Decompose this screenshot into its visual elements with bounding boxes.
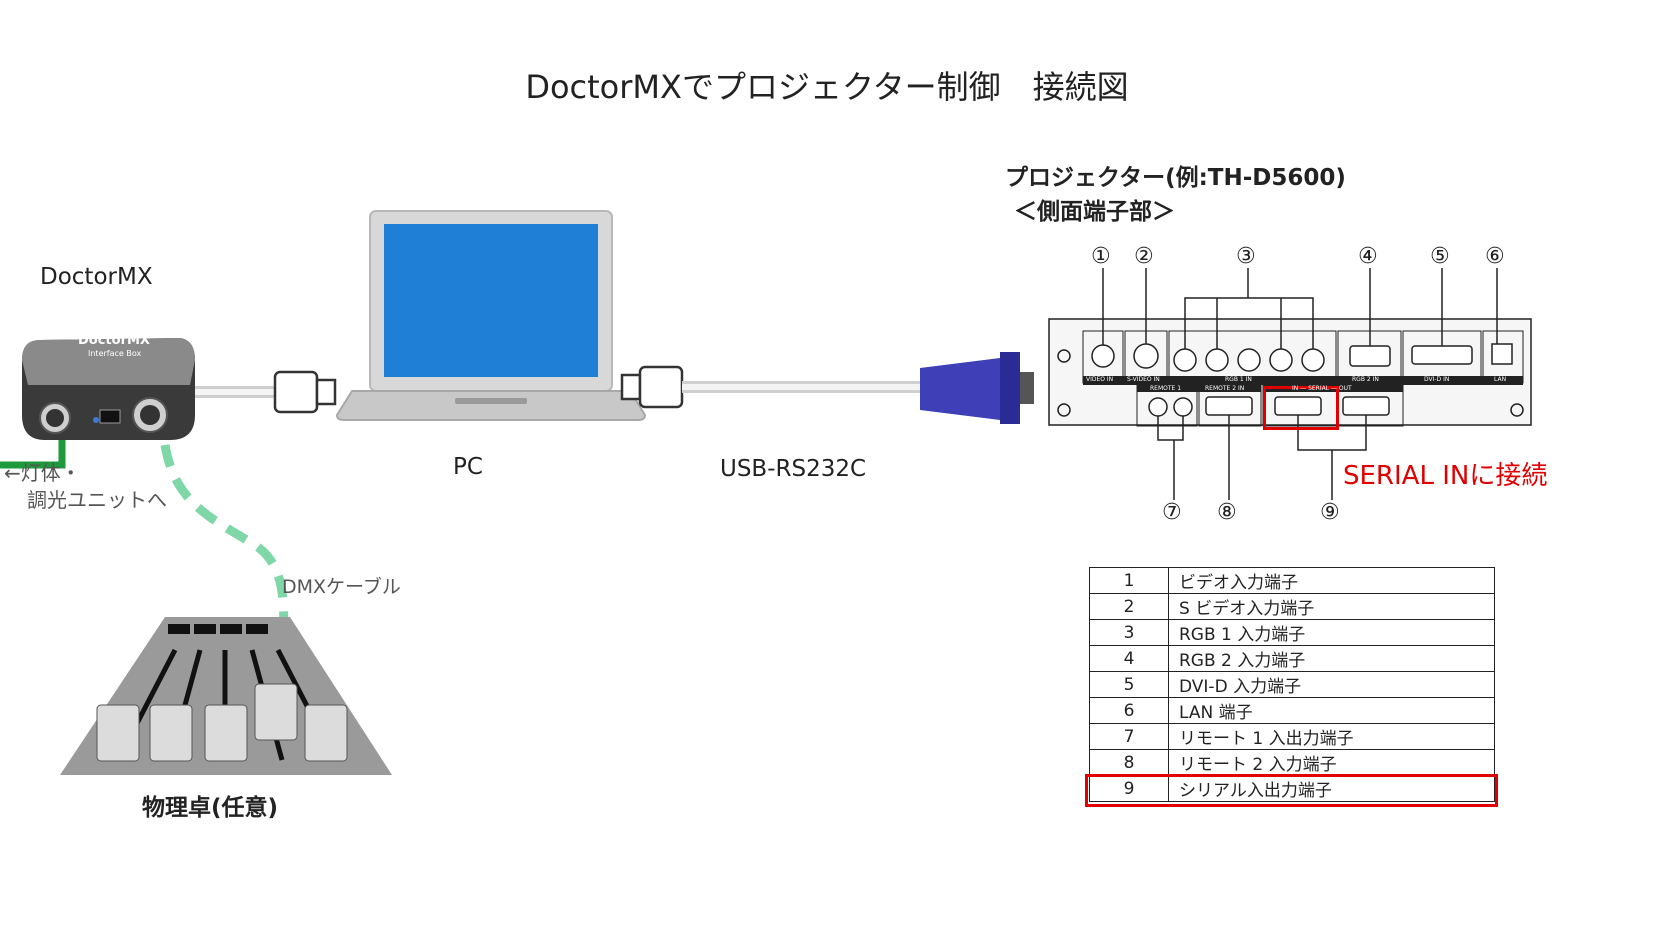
serial-row-highlight (1085, 774, 1498, 807)
serial-in-connect-note: SERIAL INに接続 (1343, 461, 1548, 491)
projector-panel (1048, 318, 1532, 427)
laptop-icon (335, 210, 647, 421)
port-name: LAN 端子 (1168, 697, 1495, 724)
port-num: 1 (1089, 567, 1169, 594)
callout-lines (1102, 268, 1498, 500)
usb-plug-left (273, 370, 337, 414)
port-num: 4 (1089, 645, 1169, 672)
port-num: 5 (1089, 671, 1169, 698)
dmx-cable-label: DMXケーブル (282, 576, 401, 598)
panel-label-remote2-in: REMOTE 2 IN (1205, 385, 1245, 392)
port-name: シリアル入出力端子 (1168, 775, 1495, 802)
panel-label-dvi-d-in: DVI-D IN (1424, 376, 1450, 383)
usb-rs232c-adapter (920, 352, 1034, 424)
port-name: RGB 2 入力端子 (1168, 645, 1495, 672)
doctormx-device (22, 338, 195, 440)
port-num: 7 (1089, 723, 1169, 750)
panel-label-video-in: VIDEO IN (1086, 376, 1114, 383)
device-brand: kuwatec (62, 321, 104, 332)
device-sub: Interface Box (88, 349, 142, 358)
panel-label-remote1: REMOTE 1 (1150, 385, 1182, 392)
port-num: 6 (1089, 697, 1169, 724)
callout-6: ⑥ (1485, 244, 1505, 269)
panel-label-rgb2-in: RGB 2 IN (1352, 376, 1379, 383)
panel-label-lan: LAN (1494, 376, 1507, 383)
dmx-cable (160, 444, 289, 651)
port-num: 2 (1089, 593, 1169, 620)
projector-subtitle: ＜側面端子部＞ (1014, 199, 1175, 225)
port-name: RGB 1 入力端子 (1168, 619, 1495, 646)
port-name: ビデオ入力端子 (1168, 567, 1495, 594)
callout-7: ⑦ (1162, 500, 1182, 525)
panel-label-serial: IN — SERIAL — OUT (1292, 385, 1352, 392)
pc-label: PC (453, 454, 483, 480)
to-light-line2: 調光ユニットへ (27, 488, 167, 512)
port-name: リモート 1 入出力端子 (1168, 723, 1495, 750)
callout-5: ⑤ (1430, 244, 1450, 269)
device-name: DoctorMX (78, 333, 150, 348)
lighting-console-icon (60, 617, 392, 775)
console-label: 物理卓(任意) (142, 795, 279, 821)
port-name: S ビデオ入力端子 (1168, 593, 1495, 620)
callout-8: ⑧ (1217, 500, 1237, 525)
callout-1: ① (1091, 244, 1111, 269)
callout-4: ④ (1358, 244, 1378, 269)
doctormx-label: DoctorMX (40, 264, 153, 290)
serial-in-highlight (1263, 386, 1339, 430)
panel-label-rgb1-in: RGB 1 IN (1225, 376, 1252, 383)
usb-rs232c-label: USB-RS232C (720, 456, 867, 482)
port-num: 8 (1089, 749, 1169, 776)
port-name: DVI-D 入力端子 (1168, 671, 1495, 698)
callout-9: ⑨ (1320, 500, 1340, 525)
projector-title: プロジェクター(例:TH-D5600) (1005, 165, 1346, 191)
port-name: リモート 2 入力端子 (1168, 749, 1495, 776)
diagram-title: DoctorMXでプロジェクター制御 接続図 (525, 68, 1129, 106)
port-num: 3 (1089, 619, 1169, 646)
callout-2: ② (1134, 244, 1154, 269)
panel-label-s-video-in: S-VIDEO IN (1127, 376, 1160, 383)
callout-3: ③ (1236, 244, 1256, 269)
to-light-line1: ←灯体・ (4, 461, 81, 485)
light-cable (0, 440, 66, 469)
